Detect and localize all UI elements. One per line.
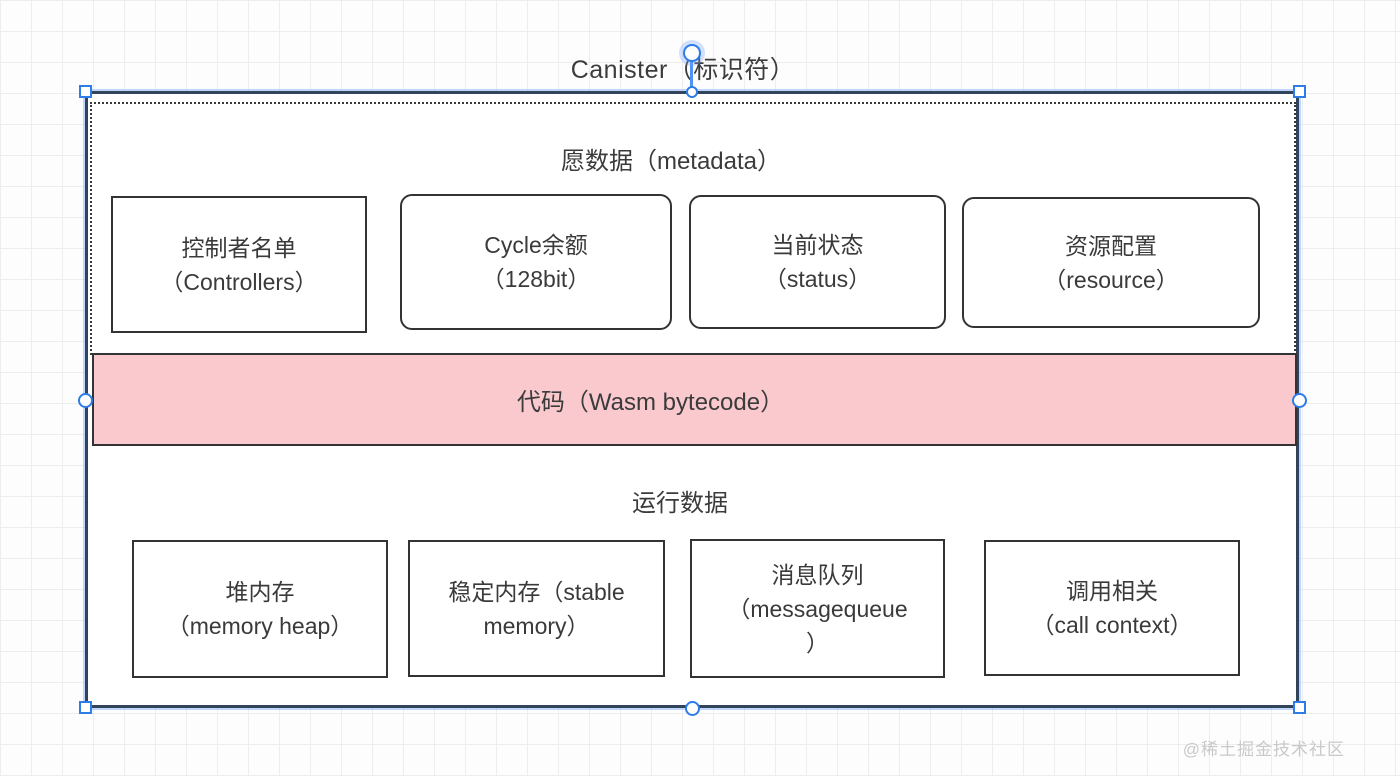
metadata-section-label[interactable]: 愿数据（metadata） [560, 148, 782, 175]
rotate-handle[interactable] [683, 44, 701, 62]
resize-handle-top-right[interactable] [1293, 85, 1306, 98]
resize-handle-top-left[interactable] [79, 85, 92, 98]
metadata-box-cycle-balance[interactable]: Cycle余额 （128bit） [400, 194, 672, 330]
watermark: @稀土掘金技术社区 [1182, 740, 1345, 759]
metadata-box-resource-label: 资源配置 （resource） [1043, 232, 1179, 293]
metadata-box-cycle-balance-label: Cycle余额 （128bit） [481, 232, 591, 292]
rotate-handle-stem [690, 53, 693, 92]
runtime-box-memory-heap-label: 堆内存 （memory heap） [166, 579, 354, 639]
resize-handle-middle-left[interactable] [78, 393, 93, 408]
runtime-box-message-queue[interactable]: 消息队列 （messagequeue ） [690, 539, 945, 678]
canister-title-text[interactable]: Canister（标识符） [570, 56, 796, 84]
runtime-box-call-context[interactable]: 调用相关 （call context） [984, 540, 1240, 676]
resize-handle-bottom-right[interactable] [1293, 701, 1306, 714]
runtime-box-message-queue-label: 消息队列 （messagequeue ） [727, 561, 908, 656]
metadata-box-resource[interactable]: 资源配置 （resource） [962, 197, 1260, 328]
runtime-section-label[interactable]: 运行数据 [632, 490, 728, 517]
resize-handle-bottom-center[interactable] [685, 701, 700, 716]
runtime-box-memory-heap[interactable]: 堆内存 （memory heap） [132, 540, 388, 678]
metadata-box-controllers[interactable]: 控制者名单 （Controllers） [111, 196, 367, 333]
metadata-box-status-label: 当前状态 （status） [763, 232, 872, 292]
wasm-code-bar-label: 代码（Wasm bytecode） [516, 389, 785, 416]
metadata-box-status[interactable]: 当前状态 （status） [689, 195, 946, 329]
resize-handle-middle-right[interactable] [1292, 393, 1307, 408]
wasm-code-bar[interactable]: 代码（Wasm bytecode） [92, 353, 1297, 446]
resize-handle-top-center[interactable] [686, 86, 698, 98]
runtime-box-call-context-label: 调用相关 （call context） [1031, 578, 1193, 638]
metadata-box-controllers-label: 控制者名单 （Controllers） [160, 234, 318, 295]
runtime-box-stable-memory[interactable]: 稳定内存（stable memory） [408, 540, 665, 677]
runtime-box-stable-memory-label: 稳定内存（stable memory） [448, 578, 625, 639]
resize-handle-bottom-left[interactable] [79, 701, 92, 714]
